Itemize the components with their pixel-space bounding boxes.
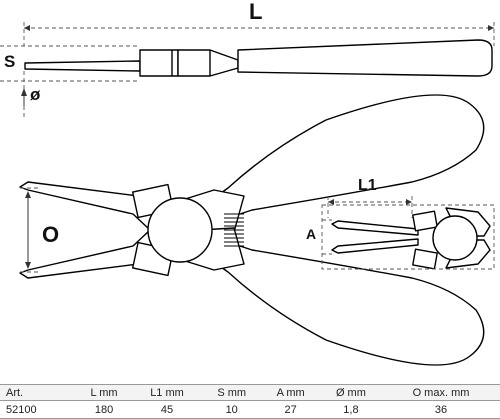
detail-view-jaws — [331, 207, 491, 270]
dimension-arrow-O-bottom — [25, 262, 31, 269]
dimension-arrow-L-left — [24, 25, 30, 31]
column-header-l1: L1 mm — [132, 384, 202, 401]
table-row: 52100 180 45 10 27 1,8 36 — [0, 400, 500, 419]
dimension-arrow-O-top — [25, 191, 31, 198]
column-header-l: L mm — [75, 384, 133, 401]
side-view-pliers — [24, 39, 493, 77]
label-A: A — [306, 226, 317, 242]
pliers-drawing — [0, 22, 495, 366]
table-header-row: Art. L mm L1 mm S mm A mm Ø mm O max. mm — [0, 384, 500, 401]
lower-handle — [213, 245, 485, 366]
detail-pivot-joint — [432, 215, 478, 261]
label-L1: L1 — [358, 177, 377, 194]
upper-handle — [213, 94, 485, 215]
label-diameter: ø — [30, 85, 41, 104]
label-L: L — [249, 0, 263, 24]
side-view-tip — [24, 60, 141, 72]
column-header-o-max: O max. mm — [381, 384, 500, 401]
dimension-arrow-L1-left — [328, 199, 334, 205]
column-header-diameter: Ø mm — [319, 384, 382, 401]
dimension-arrow-L1-right — [406, 199, 412, 205]
cell-l: 180 — [75, 400, 133, 419]
cell-a: 27 — [261, 400, 320, 419]
detail-lower-jaw — [331, 238, 419, 254]
side-view-handle — [237, 39, 493, 77]
cell-diameter: 1,8 — [319, 400, 382, 419]
pivot-joint — [147, 197, 213, 263]
label-S: S — [4, 52, 16, 71]
spring-coil — [224, 213, 244, 247]
cell-s: 10 — [201, 400, 262, 419]
dimension-arrow-L-right — [488, 25, 494, 31]
side-view-jaw-neck — [177, 49, 239, 77]
column-header-art: Art. — [0, 384, 76, 401]
specification-table: Art. L mm L1 mm S mm A mm Ø mm O max. mm… — [0, 384, 500, 419]
cell-l1: 45 — [132, 400, 202, 419]
column-header-a: A mm — [261, 384, 320, 401]
label-O: O — [42, 222, 60, 247]
main-view-pliers — [19, 94, 485, 366]
dimension-arrow-diameter — [21, 88, 27, 96]
cell-o-max: 36 — [381, 400, 500, 419]
cell-art: 52100 — [0, 400, 76, 419]
column-header-s: S mm — [201, 384, 262, 401]
detail-frame — [321, 204, 495, 270]
detail-upper-jaw — [331, 220, 419, 236]
